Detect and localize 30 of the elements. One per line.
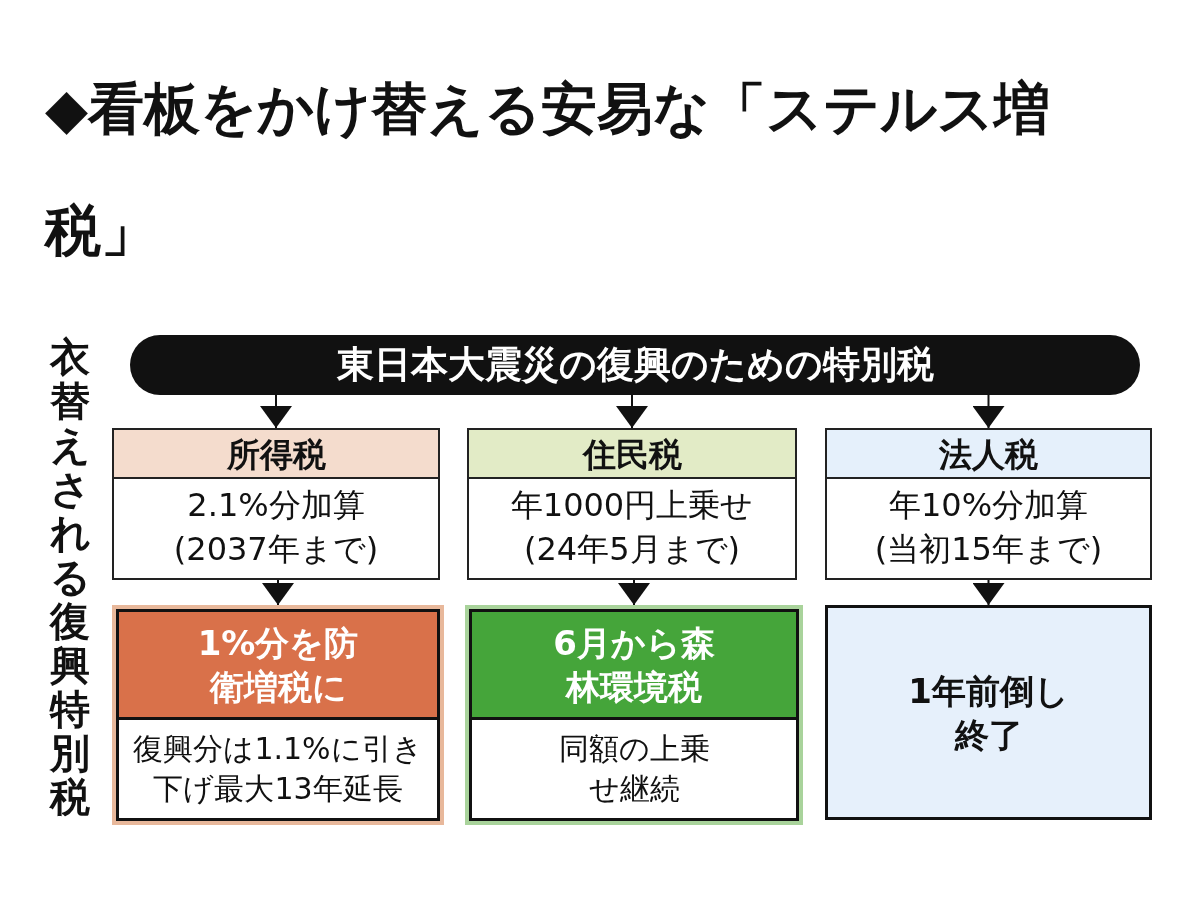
- tax-detail: 年10%分加算: [887, 485, 1090, 526]
- change-box: [112, 605, 444, 825]
- change-heading: 6月から森林環境税: [472, 612, 796, 720]
- tax-detail: (2037年まで): [172, 529, 380, 570]
- change-detail: 同額の上乗せ継続: [472, 720, 796, 818]
- tax-box: [112, 428, 440, 580]
- tax-box: [467, 428, 797, 580]
- arrow: [972, 579, 1005, 606]
- result-text: 1年前倒し終了: [907, 669, 1070, 757]
- change-heading: 1%分を防衛増税に: [119, 612, 437, 720]
- arrow: [260, 394, 292, 429]
- tax-name: 所得税: [114, 430, 438, 479]
- arrow: [972, 394, 1005, 429]
- tax-name: 住民税: [469, 430, 795, 479]
- tax-detail: 年1000円上乗せ: [509, 485, 755, 526]
- tax-detail: (24年5月まで): [522, 529, 741, 570]
- arrow: [618, 579, 650, 606]
- arrow: [262, 579, 294, 606]
- arrow: [616, 394, 648, 429]
- tax-box: [825, 428, 1152, 580]
- banner: [130, 335, 1140, 395]
- result-box: [825, 605, 1152, 820]
- tax-name: 法人税: [827, 430, 1150, 479]
- vertical-label: 衣替えされる復興特別税: [50, 335, 90, 819]
- title-heading: ◆看板をかけ替える安易な「ステルス増税」: [45, 75, 1052, 265]
- change-box: [465, 605, 803, 825]
- tax-detail: 2.1%分加算: [186, 485, 366, 526]
- banner-text: 東日本大震災の復興のための特別税: [336, 342, 934, 388]
- change-detail: 復興分は1.1%に引き下げ最大13年延長: [119, 720, 437, 818]
- tax-detail: (当初15年まで): [873, 529, 1104, 570]
